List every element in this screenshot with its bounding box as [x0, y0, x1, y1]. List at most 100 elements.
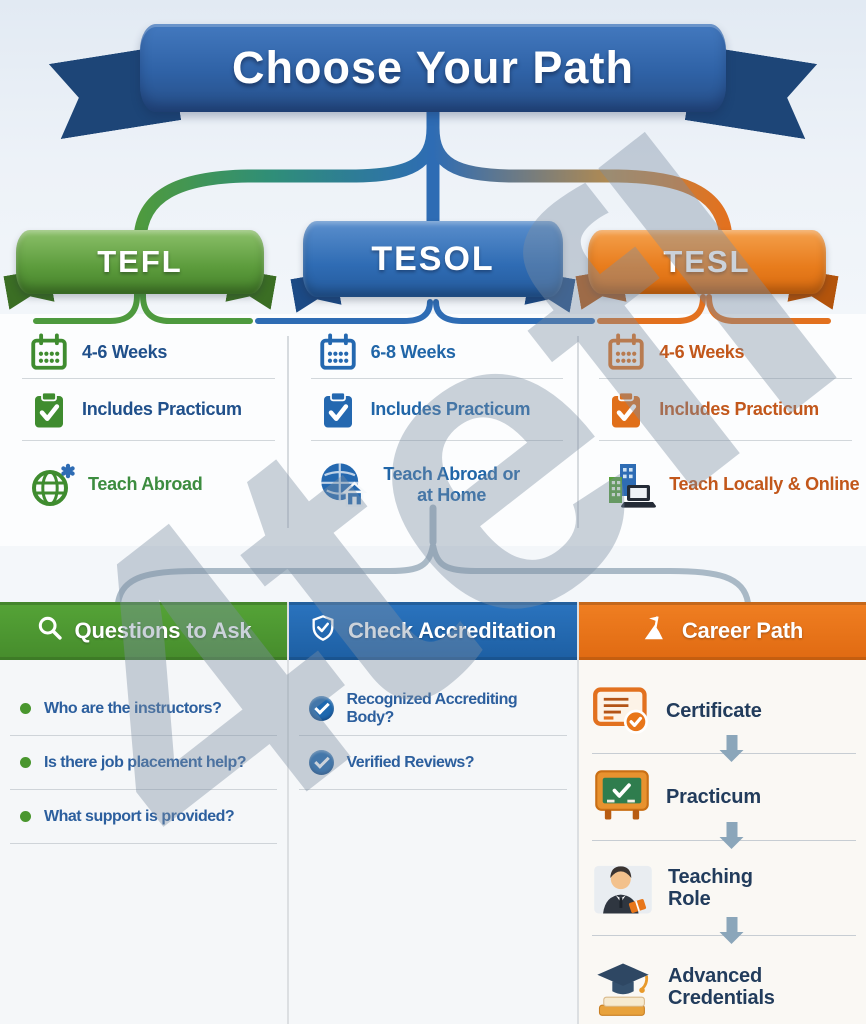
section-title: Career Path — [681, 618, 804, 643]
accreditation-header: Check Accreditation — [288, 602, 577, 660]
column-divider — [287, 336, 289, 528]
ribbon-tesol: TESOL — [303, 221, 563, 297]
globe-home-icon — [317, 459, 369, 511]
page-title: Choose Your Path — [232, 42, 634, 93]
accreditation-text: Recognized Accrediting Body? — [346, 690, 518, 726]
career-step-teaching-role: Teaching Role — [592, 846, 858, 930]
question-text: What support is provided? — [44, 807, 235, 825]
career-step-advanced-credentials: Advanced Credentials — [592, 941, 858, 1024]
calendar-icon — [317, 331, 359, 373]
step-divider — [592, 822, 856, 849]
feature-row: Includes Practicum — [310, 378, 564, 440]
title-banner: Choose Your Path — [0, 0, 866, 150]
career-step-practicum: Practicum — [592, 759, 858, 835]
feature-row: Teach Locally & Online — [599, 440, 860, 528]
feature-label: Teach Abroad — [88, 474, 203, 494]
step-divider — [592, 917, 856, 944]
feature-row: Teach Abroad — [22, 440, 275, 528]
panel-divider — [287, 602, 289, 1024]
branch-left — [133, 121, 440, 247]
down-arrow-icon — [719, 822, 744, 849]
questions-header: Questions to Ask — [0, 602, 287, 660]
ribbon-band — [16, 230, 264, 294]
ribbon-band — [588, 230, 826, 294]
feature-row: 6-8 Weeks — [311, 326, 564, 378]
brace-curve — [115, 544, 751, 606]
banner-band: Choose Your Path — [140, 24, 726, 112]
clipboard-check-icon — [317, 389, 359, 431]
feature-label: 4-6 Weeks — [82, 341, 168, 362]
career-step-certificate: Certificate — [592, 674, 858, 748]
panel-accreditation: Check Accreditation Recognized Accrediti… — [288, 602, 577, 1024]
list-item: Is there job placement help? — [10, 736, 277, 790]
calendar-icon — [605, 331, 647, 373]
features-column-tesol: 6-8 Weeks Includes Practicum Teach Abroa… — [289, 326, 578, 536]
career-header: Career Path — [578, 602, 866, 660]
feature-label: Teach Locally & Online — [669, 474, 860, 494]
question-text: Who are the instructors? — [44, 699, 222, 717]
list-item: Recognized Accrediting Body? — [298, 682, 567, 736]
feature-label: 6-8 Weeks — [370, 341, 456, 362]
bullet-icon — [20, 757, 31, 768]
check-circle-icon — [308, 750, 334, 775]
career-step-label: Practicum — [666, 785, 761, 808]
list-item: What support is provided? — [10, 790, 277, 844]
career-step-label: Advanced Credentials — [668, 964, 775, 1009]
feature-row: 4-6 Weeks — [599, 326, 852, 378]
buildings-laptop-icon — [605, 459, 657, 511]
down-arrow-icon — [719, 735, 744, 762]
feature-row: Includes Practicum — [599, 378, 852, 440]
bullet-icon — [20, 811, 31, 822]
feature-row: Teach Abroad or at Home — [310, 440, 564, 528]
check-circle-icon — [308, 696, 334, 721]
question-text: Is there job placement help? — [44, 753, 247, 771]
questions-list: Who are the instructors? Is there job pl… — [0, 682, 287, 844]
ribbon-tefl: TEFL — [16, 230, 264, 294]
feature-row: Includes Practicum — [22, 378, 275, 440]
list-item: Who are the instructors? — [10, 682, 277, 736]
certificate-icon — [592, 682, 652, 740]
features-grid: 4-6 Weeks Includes Practicum Teach Abroa… — [0, 326, 866, 536]
section-title: Check Accreditation — [347, 618, 557, 643]
step-divider — [592, 735, 856, 762]
clipboard-check-icon — [605, 389, 647, 431]
list-item: Verified Reviews? — [298, 736, 567, 790]
feature-label: 4-6 Weeks — [659, 341, 745, 362]
ribbon-label: TEFL — [97, 244, 183, 279]
career-step-label: Certificate — [666, 699, 762, 722]
bullet-icon — [20, 703, 31, 714]
accreditation-list: Recognized Accrediting Body? Verified Re… — [289, 682, 577, 790]
features-column-tesl: 4-6 Weeks Includes Practicum Teach Local… — [577, 326, 866, 536]
ribbon-band — [303, 221, 563, 297]
calendar-icon — [28, 331, 70, 373]
feature-label: Includes Practicum — [659, 399, 819, 419]
teacher-icon — [592, 858, 654, 918]
shield-check-icon — [309, 614, 337, 648]
down-arrow-icon — [719, 917, 744, 944]
bottom-section: Questions to Ask Who are the instructors… — [0, 602, 866, 1024]
ribbon-label: TESOL — [371, 239, 495, 278]
feature-label: Includes Practicum — [82, 399, 242, 419]
column-divider — [577, 336, 579, 528]
panel-divider — [577, 602, 579, 1024]
accreditation-text: Verified Reviews? — [346, 753, 475, 771]
magnifier-icon — [36, 614, 64, 648]
column-tee-lines — [33, 285, 831, 324]
features-column-tefl: 4-6 Weeks Includes Practicum Teach Abroa… — [0, 326, 289, 536]
flag-mountain-icon — [641, 613, 671, 649]
feature-label: Teach Abroad or at Home — [383, 463, 520, 505]
ribbon-tesl: TESL — [588, 230, 826, 294]
branch-right — [426, 121, 733, 247]
career-step-label: Teaching Role — [668, 865, 753, 910]
panel-career: Career Path Certificate Practicum — [578, 602, 866, 1024]
clipboard-check-icon — [28, 389, 70, 431]
career-steps: Certificate Practicum — [578, 660, 866, 1024]
graduation-cap-icon — [592, 956, 654, 1018]
feature-label: Includes Practicum — [370, 399, 531, 419]
section-title: Questions to Ask — [74, 618, 252, 643]
ribbon-label: TESL — [663, 244, 751, 279]
chalkboard-icon — [592, 769, 652, 825]
globe-icon — [28, 461, 76, 509]
